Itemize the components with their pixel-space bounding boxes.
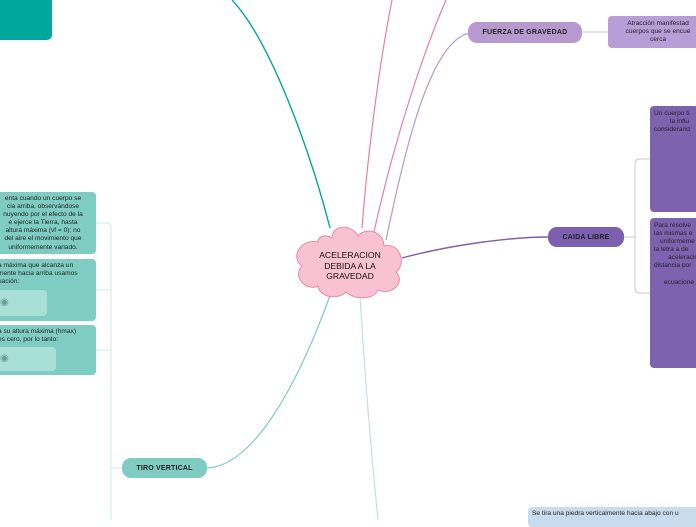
fuerza-description-card[interactable]: Atracción manifestad cuerpos que se encu… — [608, 16, 696, 48]
fuerza-line-1: Atracción manifestad — [627, 20, 689, 27]
topic-caida-label: CAIDA LIBRE — [562, 233, 610, 241]
tiro-card-1[interactable]: enta cuando un cuerpo se cia arriba, obs… — [0, 192, 96, 254]
link-central-to-fuerza — [385, 32, 471, 241]
tiro-3-line-2: es cero, por lo tanto: — [0, 336, 59, 344]
bottom-line-1: Se tira una piedra verticalmente hacia a… — [532, 510, 679, 517]
tiro-2-line-2: mente hacia arriba usamos — [0, 270, 78, 278]
link-tiro-cards — [96, 222, 112, 468]
caida-2-line-5: aceleració — [668, 254, 696, 262]
tiro-2-line-1: a máxima que alcanza un — [0, 262, 74, 269]
caida-card-1[interactable]: Un cuerpo ti la influ considerand — [650, 106, 696, 212]
central-topic-cloud — [296, 226, 402, 299]
link-central-to-caida — [401, 236, 549, 259]
topic-tiro-vertical[interactable]: TIRO VERTICAL — [122, 458, 207, 478]
link-central-to-top-pink-2 — [373, 0, 447, 233]
central-topic[interactable]: ACELERACION DEBIDA A LA GRAVEDAD — [300, 250, 400, 282]
central-topic-line-2: DEBIDA A LA — [324, 260, 376, 271]
tiro-1-line-4: e ejerce la Tierra, hasta — [8, 219, 78, 227]
topic-fuerza-label: FUERZA DE GRAVEDAD — [482, 29, 568, 36]
tiro-1-line-5: altura máxima (vf = 0); no — [5, 227, 81, 235]
tiro-2-line-3: uación: — [0, 278, 20, 286]
fuerza-line-2: cuerpos que se encue — [625, 28, 691, 36]
caida-card-2[interactable]: Para resolve las mismas e uniformeme la … — [650, 218, 696, 368]
tiro-3-line-1: a su altura máxima (hmax) — [0, 328, 77, 335]
caida-1-line-2: la influ — [670, 118, 690, 126]
tiro-1-line-3: nuyendo por el efecto de la — [3, 211, 83, 219]
caida-2-line-6: distancia por — [654, 262, 692, 270]
link-central-to-bottom — [359, 295, 379, 520]
top-left-topic[interactable] — [0, 0, 52, 40]
caida-2-line-7: ecuacione — [664, 278, 695, 286]
caida-1-line-1: Un cuerpo ti — [654, 110, 690, 117]
tiro-3-image-icon: ◉ — [0, 347, 56, 371]
topic-caida-libre[interactable]: CAIDA LIBRE — [548, 227, 624, 247]
tiro-1-line-7: uniformemente variado. — [8, 243, 78, 251]
link-tiro-bracket — [110, 467, 122, 520]
caida-2-line-1: Para resolve — [654, 222, 692, 229]
caida-1-line-3: considerand — [654, 126, 690, 134]
tiro-1-line-2: cia arriba, observándose — [6, 203, 80, 211]
tiro-card-3[interactable]: a su altura máxima (hmax) es cero, por l… — [0, 325, 96, 375]
central-topic-line-3: GRAVEDAD — [326, 271, 374, 281]
caida-2-line-3: uniformeme — [660, 238, 695, 246]
tiro-1-line-1: enta cuando un cuerpo se — [4, 195, 82, 202]
tiro-2-image-icon: ◉ — [0, 290, 47, 316]
link-central-to-tiro — [206, 289, 333, 469]
topic-fuerza-de-gravedad[interactable]: FUERZA DE GRAVEDAD — [468, 22, 582, 43]
fuerza-line-3: cerca — [649, 36, 667, 44]
link-caida-bracket — [634, 158, 650, 294]
link-central-to-top-left — [231, 0, 331, 229]
caida-2-line-2: las mismas e — [654, 230, 693, 238]
central-topic-line-1: ACELERACION — [319, 250, 381, 260]
link-central-to-top-pink-1 — [361, 0, 393, 229]
tiro-1-line-6: del aire el movimiento que — [4, 235, 82, 243]
bottom-example-card[interactable]: Se tira una piedra verticalmente hacia a… — [528, 507, 696, 527]
caida-2-line-4: la letra a de — [654, 246, 689, 254]
tiro-card-2[interactable]: a máxima que alcanza un mente hacia arri… — [0, 259, 96, 321]
topic-tiro-label: TIRO VERTICAL — [136, 464, 193, 472]
